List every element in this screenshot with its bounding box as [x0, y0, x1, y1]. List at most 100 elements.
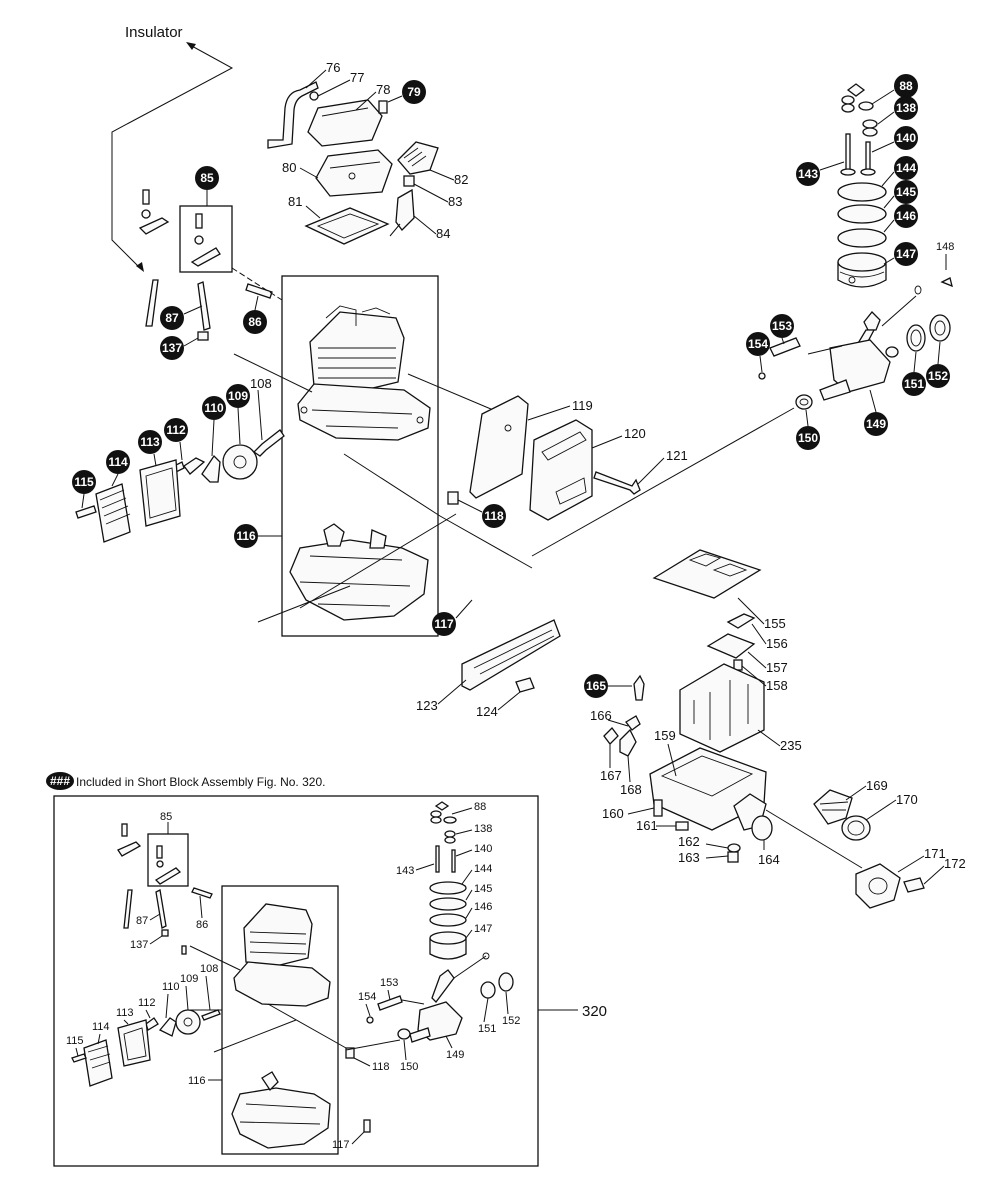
lower-callout-140: 140	[474, 843, 492, 855]
lower-callout-85: 85	[160, 811, 172, 823]
callout-83: 83	[448, 194, 462, 209]
short-block-callouts: 85 88 138 140 143 144 145 146 147 87 86 …	[66, 801, 520, 1151]
lower-callout-118: 118	[372, 1061, 390, 1073]
lower-callout-144: 144	[474, 863, 492, 875]
lower-callout-117: 117	[332, 1139, 350, 1151]
badge-152: 152	[926, 364, 950, 388]
callout-158: 158	[766, 678, 788, 693]
svg-text:149: 149	[866, 417, 886, 431]
badge-140: 140	[894, 126, 918, 150]
svg-text:137: 137	[162, 341, 182, 355]
svg-text:114: 114	[108, 455, 128, 469]
badge-115: 115	[72, 470, 96, 494]
callout-172: 172	[944, 856, 966, 871]
svg-text:145: 145	[896, 185, 916, 199]
lower-callout-138: 138	[474, 823, 492, 835]
leader-line	[343, 453, 533, 569]
short-block-frame	[53, 795, 539, 1167]
badge-151: 151	[902, 372, 926, 396]
badge-86: 86	[243, 310, 267, 334]
svg-text:112: 112	[166, 423, 186, 437]
lower-callout-146: 146	[474, 901, 492, 913]
badge-85: 85	[195, 166, 219, 190]
insulator-leader-line	[111, 44, 234, 269]
callout-81: 81	[288, 194, 302, 209]
badge-88: 88	[894, 74, 918, 98]
callout-235: 235	[780, 738, 802, 753]
cam-and-cover-parts	[75, 429, 285, 543]
badge-146: 146	[894, 204, 918, 228]
svg-text:115: 115	[74, 475, 94, 489]
cylinder-block	[297, 305, 431, 441]
lower-callout-115: 115	[66, 1035, 84, 1047]
lower-callout-114: 114	[92, 1021, 110, 1033]
muffler-group	[447, 395, 641, 521]
svg-text:146: 146	[896, 209, 916, 223]
lower-callout-153: 153	[380, 977, 398, 989]
lower-callout-151: 151	[478, 1023, 496, 1035]
svg-text:153: 153	[772, 319, 792, 333]
legend-badge-text: ###	[50, 774, 70, 788]
lower-callout-152: 152	[502, 1015, 520, 1027]
lower-callout-143: 143	[396, 865, 414, 877]
svg-text:147: 147	[896, 247, 916, 261]
arrowhead-icon	[136, 262, 144, 272]
svg-text:110: 110	[204, 401, 224, 415]
callout-156: 156	[766, 636, 788, 651]
lower-callout-149: 149	[446, 1049, 464, 1061]
valve-train	[837, 83, 953, 295]
lower-callout-110: 110	[162, 981, 180, 993]
head-cover-group	[267, 81, 439, 245]
svg-text:79: 79	[407, 85, 421, 99]
svg-text:113: 113	[140, 435, 160, 449]
crankcase	[289, 523, 429, 621]
callout-82: 82	[454, 172, 468, 187]
badge-137: 137	[160, 336, 184, 360]
callout-80: 80	[282, 160, 296, 175]
svg-text:88: 88	[899, 79, 913, 93]
callout-78: 78	[376, 82, 390, 97]
svg-text:143: 143	[798, 167, 818, 181]
badge-147: 147	[894, 242, 918, 266]
badge-114: 114	[106, 450, 130, 474]
callout-155: 155	[764, 616, 786, 631]
crankshaft	[758, 311, 951, 410]
callout-171: 171	[924, 846, 946, 861]
svg-text:86: 86	[248, 315, 262, 329]
svg-text:152: 152	[928, 369, 948, 383]
callout-124: 124	[476, 704, 498, 719]
callout-166: 166	[590, 708, 612, 723]
lower-callout-137: 137	[130, 939, 148, 951]
badge-79: 79	[402, 80, 426, 104]
badge-109: 109	[226, 384, 250, 408]
legend-text: Included in Short Block Assembly Fig. No…	[76, 775, 325, 789]
assembly-number: 320	[582, 1003, 607, 1020]
svg-text:116: 116	[236, 529, 256, 543]
badge-138: 138	[894, 96, 918, 120]
air-filter-group	[461, 549, 925, 909]
callout-161: 161	[636, 818, 658, 833]
legend-badge-icon	[46, 772, 74, 790]
badge-144: 144	[894, 156, 918, 180]
lower-callout-108: 108	[200, 963, 218, 975]
callout-121: 121	[666, 448, 688, 463]
callout-160: 160	[602, 806, 624, 821]
svg-text:117: 117	[434, 617, 454, 631]
callout-84: 84	[436, 226, 450, 241]
badge-112: 112	[164, 418, 188, 442]
arrowhead-icon	[186, 42, 196, 50]
badge-117: 117	[432, 612, 456, 636]
svg-text:87: 87	[165, 311, 179, 325]
callout-168: 168	[620, 782, 642, 797]
svg-text:118: 118	[484, 509, 504, 523]
highlighted-callouts: 79 85 86 87 137 110 109 112 113 114 115 …	[72, 74, 950, 698]
svg-text:144: 144	[896, 161, 916, 175]
lower-callout-109: 109	[180, 973, 198, 985]
engine-block-frame	[281, 275, 439, 637]
callout-164: 164	[758, 852, 780, 867]
svg-text:85: 85	[200, 171, 214, 185]
badge-149: 149	[864, 412, 888, 436]
svg-text:109: 109	[228, 389, 248, 403]
badge-145: 145	[894, 180, 918, 204]
lower-callout-87: 87	[136, 915, 148, 927]
